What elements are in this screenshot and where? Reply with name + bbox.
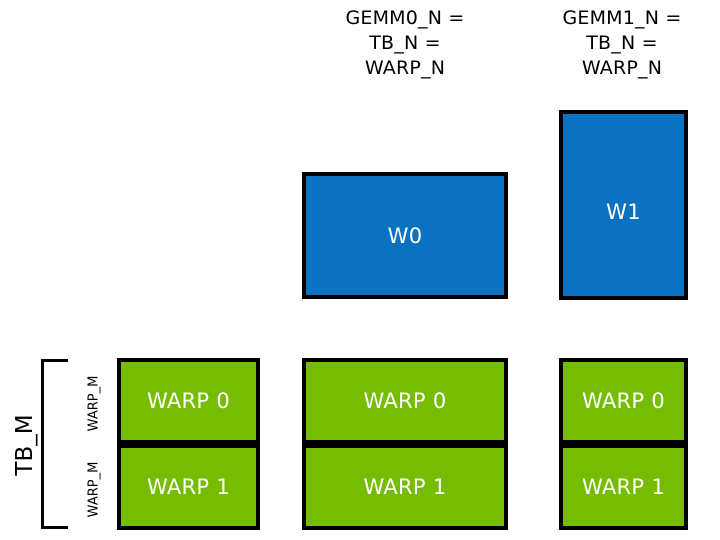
column-caption-gemm1: GEMM1_N = TB_N = WARP_N xyxy=(562,7,682,79)
axis-label-tb-m: TB_M xyxy=(12,414,38,476)
green-cell-col0-warp0: WARP 0 xyxy=(117,358,260,444)
green-cell-col1-warp1: WARP 1 xyxy=(302,444,508,530)
axis-label-warp-m-bottom: WARP_M xyxy=(86,461,102,518)
green-cell-col1-warp0: WARP 0 xyxy=(302,358,508,444)
tb-m-bracket xyxy=(41,359,68,529)
green-cell-col2-warp0: WARP 0 xyxy=(559,358,688,444)
column-caption-gemm0: GEMM0_N = TB_N = WARP_N xyxy=(345,7,465,79)
green-cell-col2-warp1: WARP 1 xyxy=(559,444,688,530)
axis-label-warp-m-top: WARP_M xyxy=(86,375,102,432)
warp-box-w0: W0 xyxy=(302,172,508,299)
green-cell-col0-warp1: WARP 1 xyxy=(117,444,260,530)
warp-box-w1: W1 xyxy=(559,110,688,300)
